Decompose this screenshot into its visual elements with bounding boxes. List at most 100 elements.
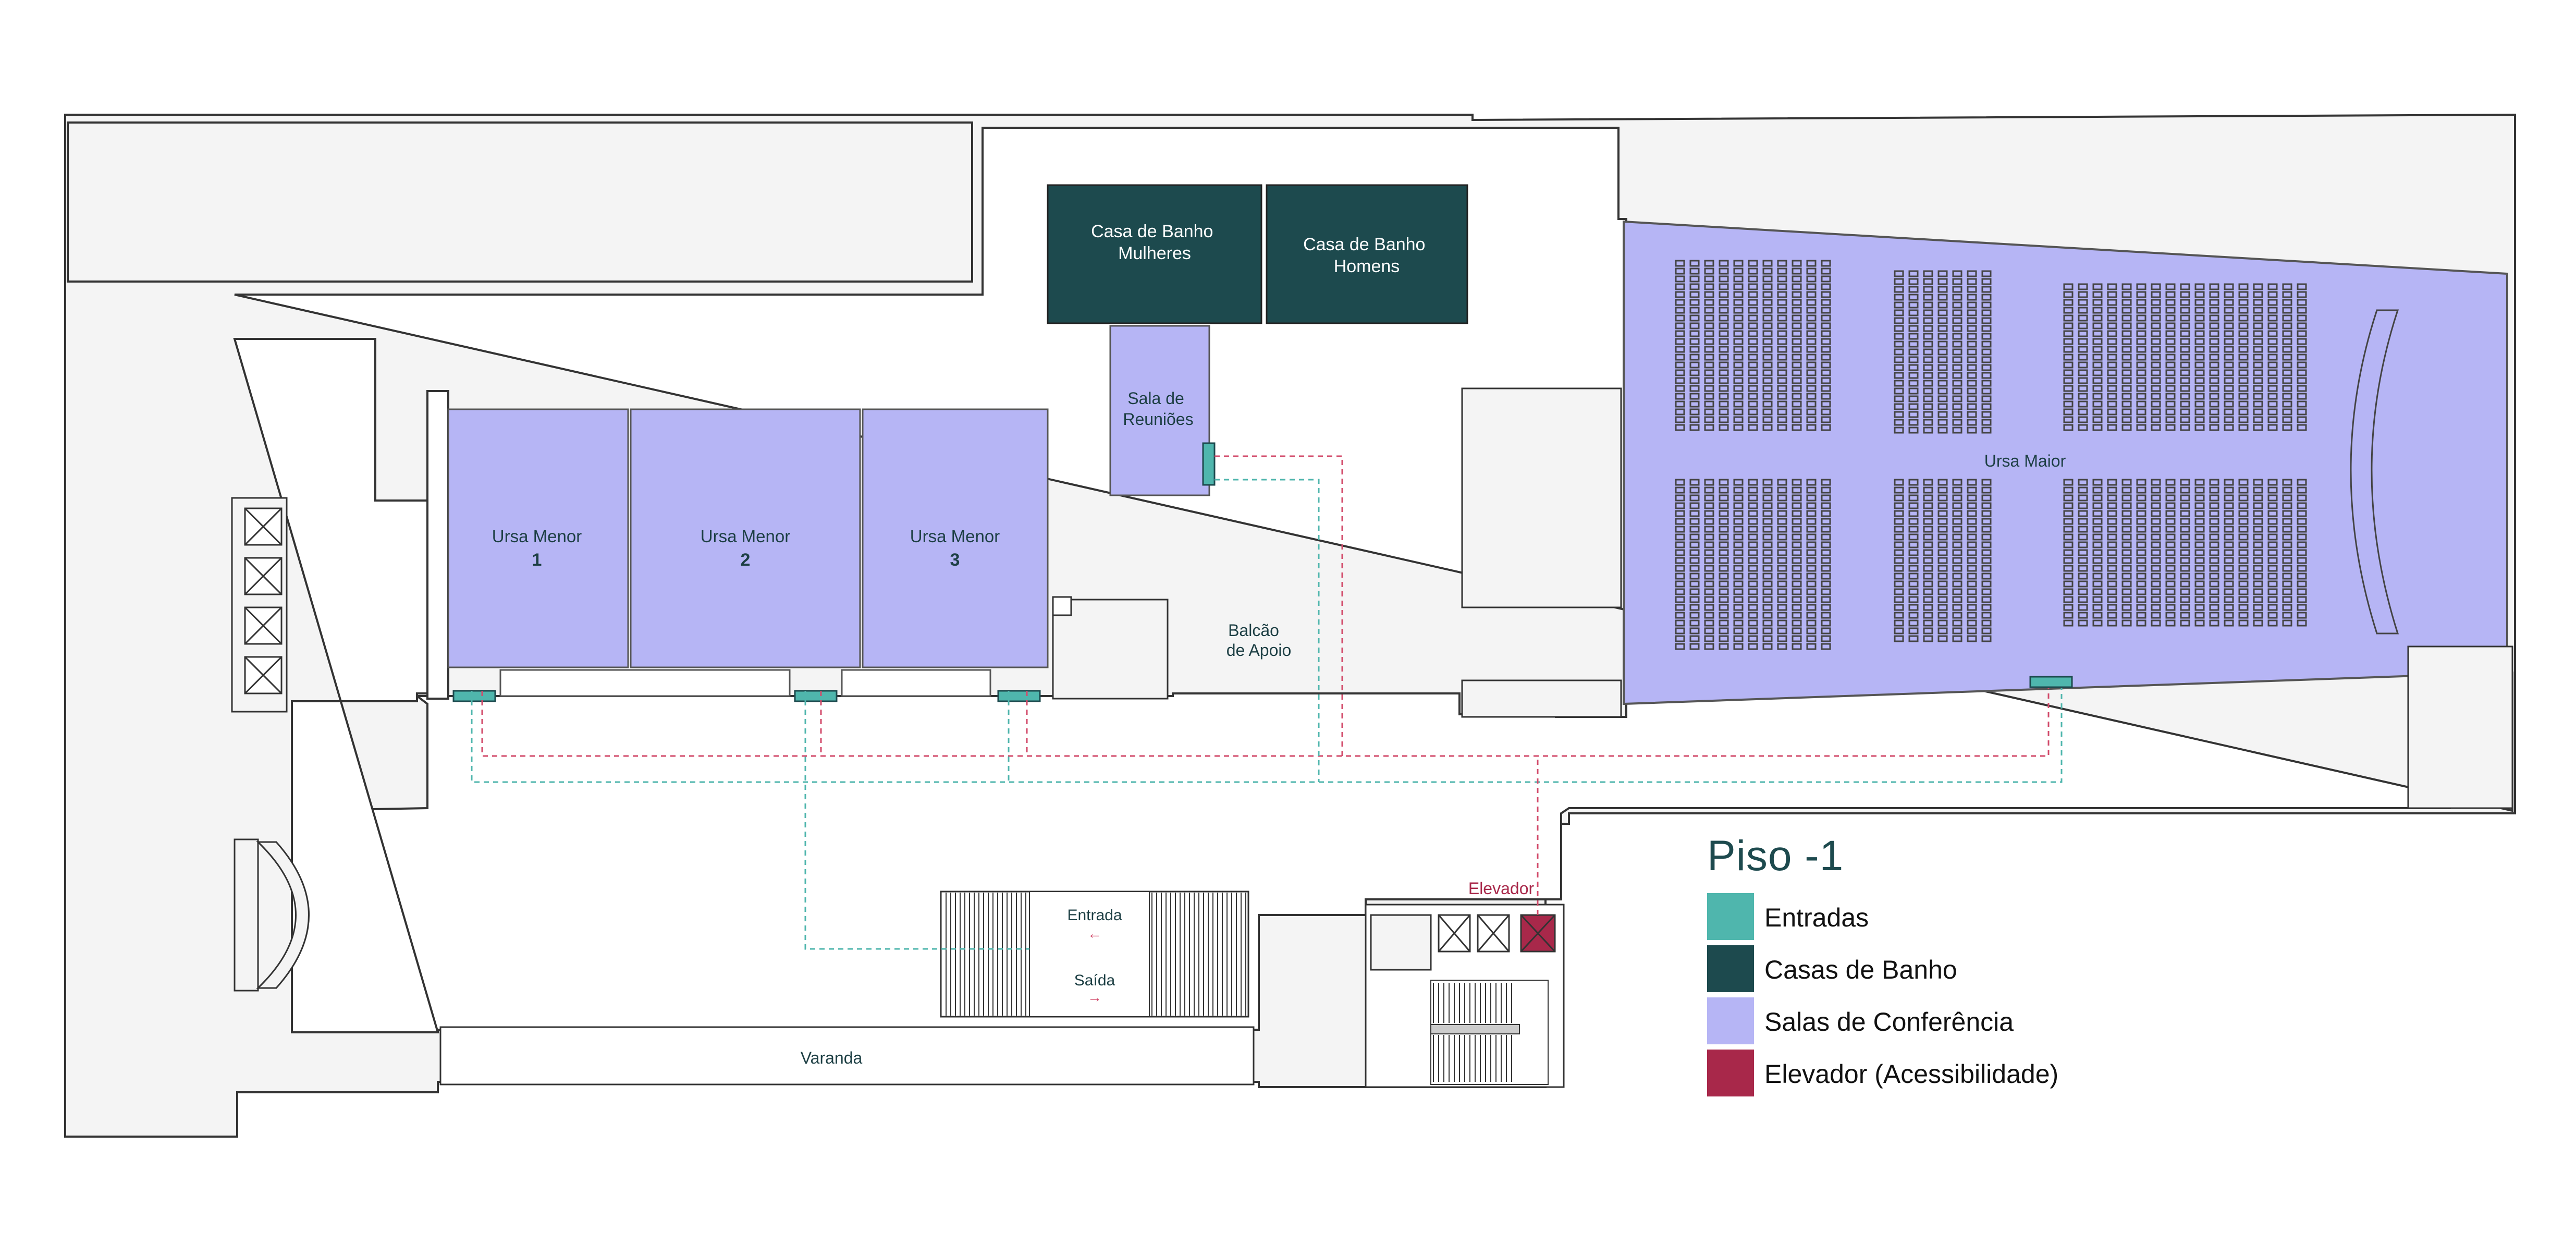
seat — [2136, 518, 2146, 525]
seat — [1937, 395, 1948, 403]
seat — [2121, 314, 2132, 322]
seat — [1689, 580, 1700, 588]
seat — [1937, 588, 1948, 595]
seat — [1748, 502, 1758, 509]
ursa-menor-1-entrance[interactable] — [452, 690, 496, 702]
seat — [1792, 377, 1802, 384]
seat — [1908, 565, 1919, 572]
seat — [2078, 346, 2088, 353]
seat — [2282, 353, 2292, 361]
sala-reunioes-entrance[interactable] — [1202, 442, 1216, 486]
seat — [2194, 612, 2205, 619]
seat — [1908, 619, 1919, 627]
seat — [2194, 549, 2205, 556]
seat — [1675, 494, 1685, 502]
ursa-menor-2-room[interactable] — [630, 408, 861, 668]
seat — [1719, 612, 1729, 619]
ursa-menor-1-room[interactable] — [447, 408, 629, 668]
seat — [1967, 541, 1977, 548]
seat — [1762, 486, 1773, 494]
seat — [2136, 557, 2146, 564]
casa-banho-homens-label: Casa de Banho Homens — [1303, 235, 1430, 276]
seat — [1792, 353, 1802, 361]
seat — [2063, 580, 2074, 588]
seat — [1704, 502, 1714, 509]
seat — [1952, 426, 1962, 434]
seat — [1821, 260, 1831, 267]
seat — [2136, 619, 2146, 627]
seat — [1952, 278, 1962, 285]
seat — [1748, 369, 1758, 376]
seat — [1689, 494, 1700, 502]
seat — [2151, 393, 2161, 400]
seat — [2238, 353, 2249, 361]
seat — [2136, 588, 2146, 595]
seat — [2180, 385, 2190, 392]
seat — [1733, 486, 1744, 494]
seat — [2297, 572, 2307, 580]
seat — [1748, 338, 1758, 345]
seat — [1937, 286, 1948, 293]
seat — [2297, 526, 2307, 533]
seat — [1908, 294, 1919, 301]
seat — [2121, 353, 2132, 361]
seat — [2121, 604, 2132, 611]
seat — [1689, 424, 1700, 431]
seat — [1894, 541, 1904, 548]
seat — [2253, 346, 2263, 353]
seat — [2165, 346, 2176, 353]
seat — [2253, 541, 2263, 548]
casa-banho-homens-room[interactable] — [1266, 184, 1468, 324]
seat — [1675, 588, 1685, 595]
seat — [2209, 369, 2219, 376]
seat — [1806, 619, 1817, 627]
seat — [1923, 426, 1933, 434]
seat — [1792, 604, 1802, 611]
seat — [2267, 338, 2278, 345]
seat — [1762, 377, 1773, 384]
seat — [1762, 596, 1773, 603]
seat — [2165, 588, 2176, 595]
seat — [2121, 549, 2132, 556]
seat — [2238, 588, 2249, 595]
seat — [2063, 416, 2074, 423]
seat — [2267, 541, 2278, 548]
seat — [1675, 424, 1685, 431]
seat — [1908, 533, 1919, 541]
seat — [1704, 314, 1714, 322]
ursa-menor-2-entrance[interactable] — [794, 690, 838, 702]
seat — [2180, 330, 2190, 337]
seat — [1967, 364, 1977, 371]
ursa-menor-3-room[interactable] — [862, 408, 1049, 668]
seat — [2165, 385, 2176, 392]
seat — [2297, 377, 2307, 384]
seat — [1704, 385, 1714, 392]
seat — [1923, 387, 1933, 395]
seat — [2078, 502, 2088, 509]
ursa-menor-3-entrance[interactable] — [997, 690, 1041, 702]
seat — [2267, 385, 2278, 392]
ursa-maior-entrance[interactable] — [2029, 676, 2073, 688]
seat — [2297, 588, 2307, 595]
seat — [1967, 502, 1977, 509]
seat — [2224, 408, 2234, 416]
casa-banho-mulheres-room[interactable] — [1047, 184, 1262, 324]
seat — [1821, 541, 1831, 548]
seat — [2297, 361, 2307, 369]
sala-reunioes-room[interactable] — [1109, 325, 1210, 496]
seat — [1689, 361, 1700, 369]
seat — [1733, 557, 1744, 564]
seat — [2224, 314, 2234, 322]
seat — [2063, 400, 2074, 408]
seat — [2063, 330, 2074, 337]
seat — [2238, 408, 2249, 416]
seat — [1704, 377, 1714, 384]
seat — [1748, 565, 1758, 572]
seat — [2282, 346, 2292, 353]
seat — [2063, 307, 2074, 314]
seat — [1981, 364, 1992, 371]
seat — [1675, 479, 1685, 486]
seat — [1748, 572, 1758, 580]
seat — [1762, 260, 1773, 267]
seat — [2107, 502, 2117, 509]
